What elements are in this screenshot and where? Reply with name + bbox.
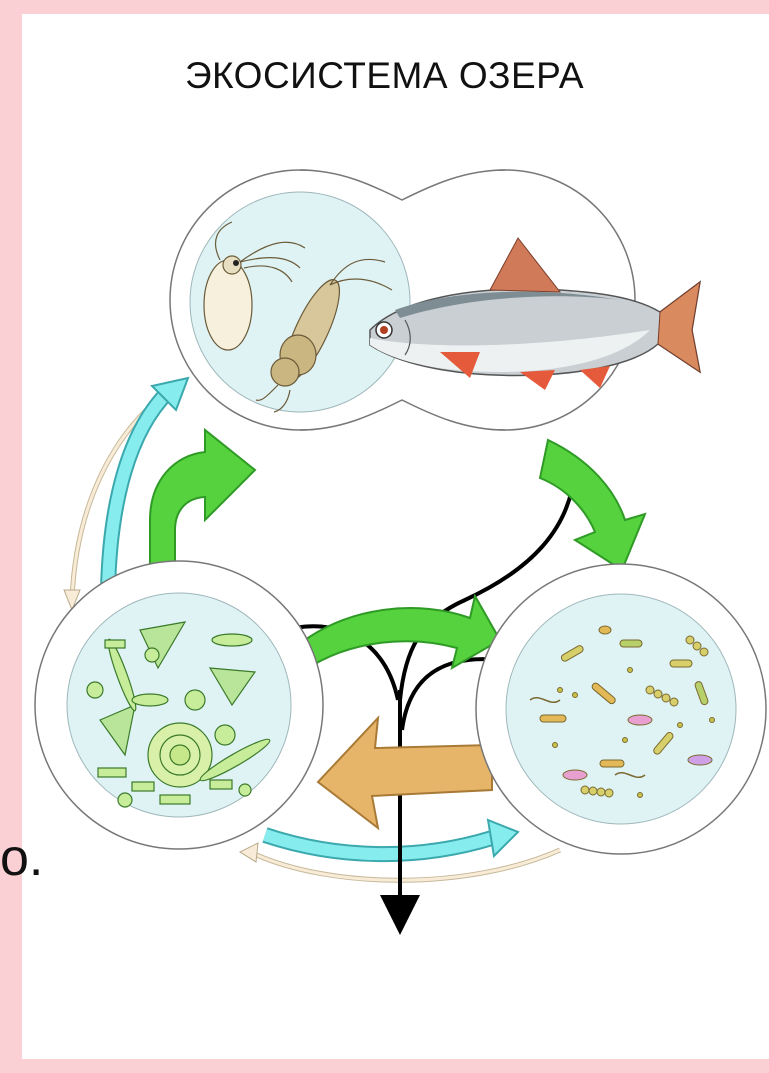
- decomposers-circle: [476, 564, 766, 854]
- producers-circle: [35, 561, 323, 849]
- orange-mineral-arrow: [318, 718, 492, 828]
